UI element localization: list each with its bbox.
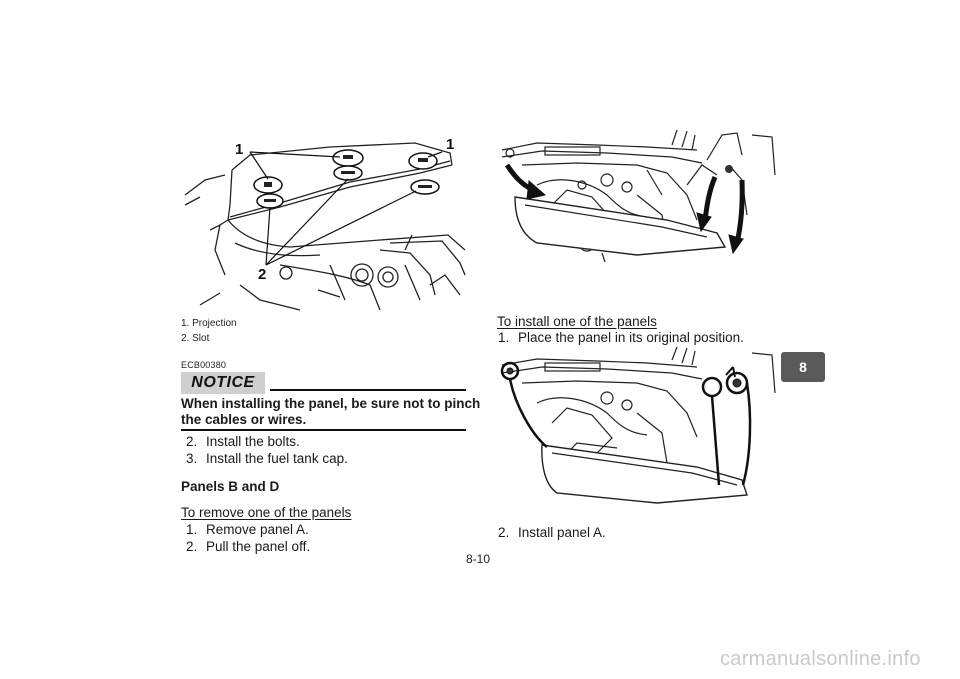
step-text: Install panel A. — [518, 525, 606, 540]
figure-install-panel — [497, 345, 779, 515]
chapter-tab[interactable]: 8 — [781, 352, 825, 382]
legend-item-slot: 2. Slot — [181, 333, 210, 344]
notice-badge-label: NOTICE — [191, 374, 255, 391]
legend-item-projection: 1. Projection — [181, 318, 237, 329]
step-number: 3. — [186, 451, 198, 466]
figure-panel-projections: 1 1 2 — [180, 125, 466, 313]
step-pull-panel-off: 2. Pull the panel off. — [186, 539, 310, 554]
step-number: 2. — [186, 434, 198, 449]
step-number: 2. — [186, 539, 198, 554]
illustration-remove-panel — [501, 129, 776, 263]
figure-remove-panel — [497, 125, 779, 315]
notice-code: ECB00380 — [181, 360, 227, 370]
step-place-panel: 1. Place the panel in its original positi… — [498, 330, 744, 345]
callout-1-left: 1 — [235, 141, 243, 158]
notice-text-line1: When installing the panel, be sure not t… — [181, 396, 481, 411]
section-title: Panels B and D — [181, 479, 280, 494]
step-text: Pull the panel off. — [206, 539, 311, 554]
step-install-bolts: 2. Install the bolts. — [186, 434, 300, 449]
step-remove-panel-a: 1. Remove panel A. — [186, 522, 309, 537]
watermark: carmanualsonline.info — [720, 648, 921, 670]
notice-badge: NOTICE — [181, 372, 265, 394]
step-number: 1. — [498, 330, 510, 345]
notice-bottom-rule — [181, 429, 466, 431]
step-text: Install the bolts. — [206, 434, 300, 449]
callout-2: 2 — [258, 266, 266, 283]
step-text: Remove panel A. — [206, 522, 309, 537]
notice-top-rule — [270, 389, 466, 391]
illustration-panel-projections: 1 1 2 — [184, 136, 466, 311]
step-install-panel-a: 2. Install panel A. — [498, 525, 606, 540]
chapter-tab-label: 8 — [799, 359, 807, 375]
illustration-install-panel — [500, 346, 776, 504]
step-number: 2. — [498, 525, 510, 540]
remove-heading: To remove one of the panels — [181, 505, 352, 520]
step-number: 1. — [186, 522, 198, 537]
notice-text-line2: the cables or wires. — [181, 412, 307, 427]
step-text: Place the panel in its original position… — [518, 330, 744, 345]
step-text: Install the fuel tank cap. — [206, 451, 348, 466]
step-install-fuel-cap: 3. Install the fuel tank cap. — [186, 451, 348, 466]
page-number: 8-10 — [466, 552, 491, 566]
install-heading: To install one of the panels — [497, 314, 657, 329]
callout-1-right: 1 — [446, 136, 454, 153]
